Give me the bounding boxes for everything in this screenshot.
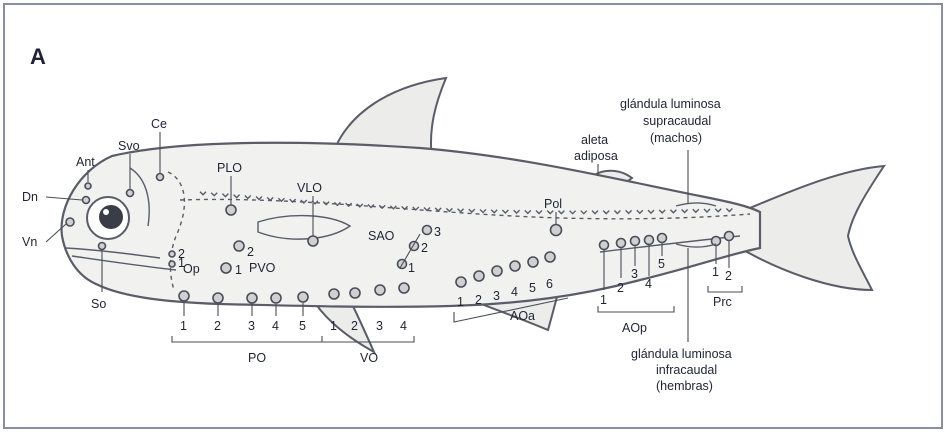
label-aop-1: 1: [600, 293, 607, 307]
photophore-po-3: [247, 293, 257, 303]
photophore-aop-5: [658, 234, 667, 243]
label-sao-1: 1: [408, 261, 415, 275]
label-infracaudal-2: infracaudal: [656, 363, 717, 377]
label-ce: Ce: [151, 117, 167, 131]
label-so: So: [91, 297, 106, 311]
photophore-vn: [66, 218, 74, 226]
label-prc-1: 1: [712, 265, 719, 279]
label-infracaudal-1: glándula luminosa: [631, 347, 732, 361]
label-aop-4: 4: [645, 277, 652, 291]
label-vlo: VLO: [297, 181, 322, 195]
photophore-aoa-6: [545, 252, 555, 262]
caudal-fin: [740, 166, 884, 290]
label-ant: Ant: [76, 155, 95, 169]
label-adipose-fin-1: aleta: [581, 133, 608, 147]
label-vo: VO: [360, 351, 378, 365]
label-aoa-2: 2: [475, 293, 482, 307]
label-aop-3: 3: [631, 267, 638, 281]
label-op-2: 2: [178, 247, 185, 261]
photophore-aop-2: [617, 239, 626, 248]
photophore-po-2: [213, 293, 223, 303]
photophore-po-1: [179, 291, 189, 301]
label-plo: PLO: [217, 161, 242, 175]
photophore-po-4: [271, 293, 281, 303]
label-prc-2: 2: [725, 269, 732, 283]
label-aop: AOp: [622, 321, 647, 335]
label-po-2: 2: [214, 319, 221, 333]
label-op: Op: [183, 262, 200, 276]
photophore-op-2: [169, 251, 175, 257]
photophore-prc-2: [725, 232, 734, 241]
label-po-3: 3: [248, 319, 255, 333]
label-sao-2: 2: [421, 241, 428, 255]
photophore-ant: [85, 183, 91, 189]
label-supracaudal-1: glándula luminosa: [620, 97, 721, 111]
label-supracaudal-2: supracaudal: [643, 114, 711, 128]
label-aoa-5: 5: [529, 281, 536, 295]
label-vo-2: 2: [351, 319, 358, 333]
label-aop-2: 2: [617, 281, 624, 295]
photophore-vo-4: [399, 283, 409, 293]
photophore-vo-2: [350, 288, 360, 298]
label-sao: SAO: [368, 229, 395, 243]
label-aoa-6: 6: [546, 277, 553, 291]
photophore-sao-3: [423, 226, 432, 235]
photophore-vlo: [308, 236, 318, 246]
photophore-plo: [226, 205, 236, 215]
photophore-dn: [83, 197, 90, 204]
label-pol: Pol: [544, 197, 562, 211]
label-po-4: 4: [272, 319, 279, 333]
label-aop-5: 5: [658, 257, 665, 271]
label-pvo: PVO: [249, 261, 276, 275]
label-aoa-1: 1: [457, 295, 464, 309]
fish-body: [62, 143, 760, 307]
label-svo: Svo: [118, 139, 140, 153]
label-po: PO: [248, 351, 266, 365]
label-adipose-fin-2: adiposa: [574, 149, 618, 163]
label-aoa-3: 3: [493, 289, 500, 303]
photophore-aoa-4: [510, 261, 520, 271]
label-po-1: 1: [180, 319, 187, 333]
label-vo-3: 3: [376, 319, 383, 333]
panel-label: A: [30, 44, 46, 69]
photophore-vo-3: [375, 285, 385, 295]
photophore-aoa-1: [456, 277, 466, 287]
photophore-pol: [551, 225, 562, 236]
photophore-pvo-2: [234, 241, 244, 251]
label-sao-3: 3: [434, 225, 441, 239]
photophore-svo: [127, 190, 134, 197]
photophore-aoa-3: [492, 266, 502, 276]
label-vn: Vn: [22, 235, 37, 249]
label-infracaudal-3: (hembras): [656, 379, 713, 393]
label-dn: Dn: [22, 190, 38, 204]
photophore-aop-3: [631, 237, 640, 246]
label-prc: Prc: [713, 295, 732, 309]
label-po-5: 5: [299, 319, 306, 333]
photophore-ce: [157, 174, 164, 181]
photophore-op-1: [169, 261, 175, 267]
photophore-vo-1: [329, 289, 339, 299]
label-aoa: AOa: [510, 309, 535, 323]
label-pvo-1: 1: [235, 263, 242, 277]
pupil: [99, 205, 123, 229]
photophore-aoa-2: [474, 271, 484, 281]
label-vo-4: 4: [400, 319, 407, 333]
photophore-aop-1: [600, 241, 609, 250]
label-vo-1: 1: [330, 319, 337, 333]
label-supracaudal-3: (machos): [650, 131, 702, 145]
label-aoa-4: 4: [511, 285, 518, 299]
photophore-so: [99, 243, 106, 250]
eye-highlight: [103, 209, 109, 215]
photophore-po-5: [298, 292, 308, 302]
photophore-pvo-1: [221, 263, 231, 273]
label-pvo-2: 2: [247, 245, 254, 259]
photophore-aop-4: [645, 236, 654, 245]
photophore-aoa-5: [528, 257, 538, 267]
